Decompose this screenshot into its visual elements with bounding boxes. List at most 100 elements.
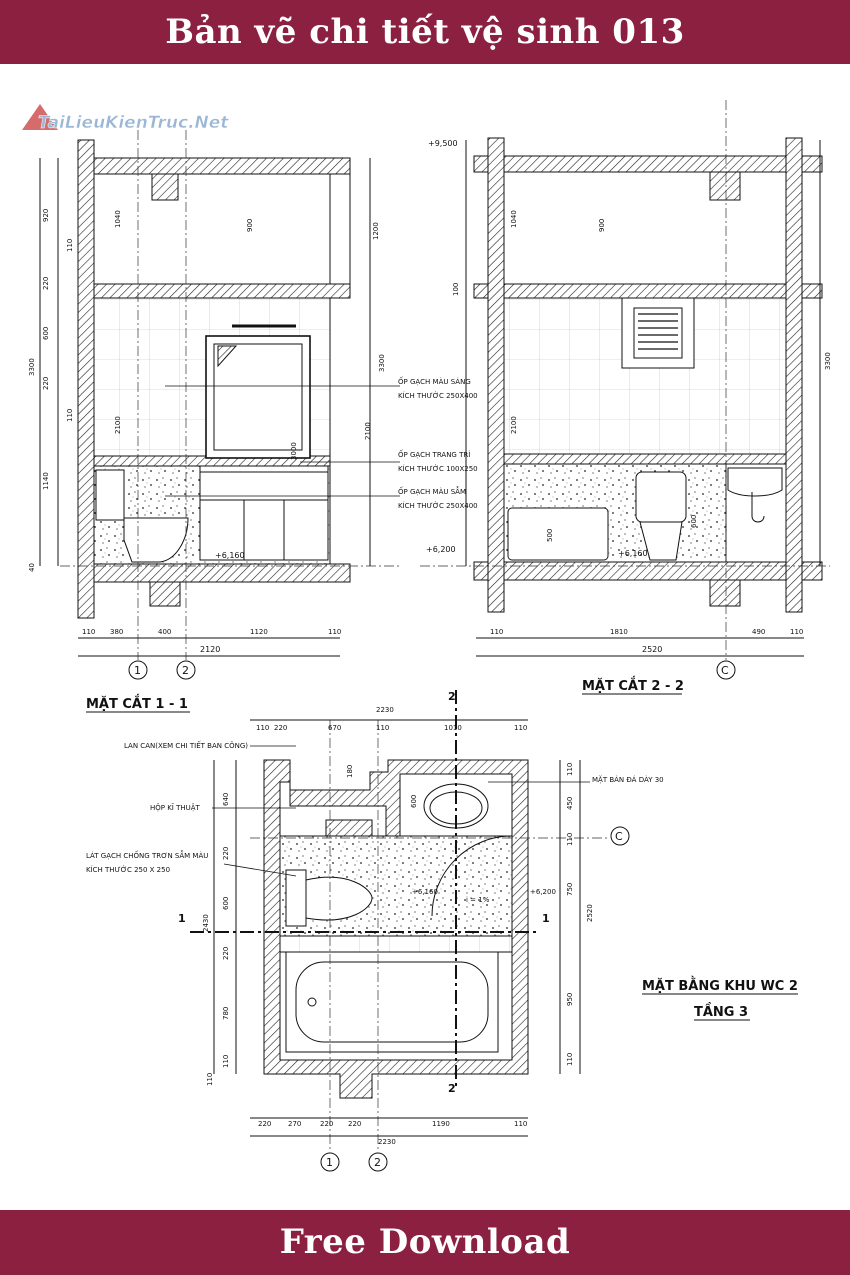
dim-v: 3300 — [824, 352, 832, 370]
note-label: KÍCH THƯỚC 250X400 — [398, 501, 478, 510]
dim-v: 640 — [222, 793, 230, 806]
dim-v: 780 — [222, 1007, 230, 1020]
dim-v: 220 — [42, 277, 50, 290]
plan-label: LÁT GẠCH CHỐNG TRƠN SẪM MÀU — [86, 850, 208, 860]
watermark-text: TaiLieuKienTruc.Net — [38, 113, 229, 133]
section-2-level: +6,160 — [618, 549, 648, 558]
dim-h: 110 — [490, 628, 503, 636]
section-1-level: +6,160 — [215, 551, 245, 560]
plan-label: MẶT BÀN ĐÁ DÀY 30 — [592, 775, 664, 784]
cut-mark: 2 — [448, 690, 456, 703]
dim-v: 750 — [566, 883, 574, 896]
dim-v: 180 — [346, 765, 354, 778]
dim-v: 900 — [246, 219, 254, 232]
dim-v: 2430 — [202, 914, 210, 932]
section-1-level: +6,200 — [426, 545, 456, 554]
dim-total: 2230 — [378, 1138, 396, 1146]
dim-total-h: 2120 — [200, 645, 220, 654]
dim-v: 110 — [66, 239, 74, 252]
note-label: ỐP GẠCH MÀU SẪM — [398, 486, 466, 496]
footer-label[interactable]: Free Download — [0, 1210, 850, 1275]
dim-v: 600 — [222, 897, 230, 910]
note-label: ỐP GẠCH MÀU SÁNG — [398, 376, 471, 386]
axis-label: C — [721, 664, 729, 677]
plan-label: HỘP KĨ THUẬT — [150, 803, 201, 812]
dim-h: 110 — [328, 628, 341, 636]
dim-v: 110 — [222, 1055, 230, 1068]
dim-v: 1040 — [510, 210, 518, 228]
dim-v: 1140 — [42, 472, 50, 490]
dim-h: 110 — [256, 724, 269, 732]
dim-v: 3000 — [290, 442, 298, 460]
dim-h: 490 — [752, 628, 765, 636]
axis-label: 2 — [182, 664, 189, 677]
dim-v: 500 — [546, 529, 554, 542]
dim-v: 110 — [66, 409, 74, 422]
dim-v: 110 — [566, 833, 574, 846]
dim-v: 220 — [42, 377, 50, 390]
dim-h: 220 — [348, 1120, 361, 1128]
dim-h: 110 — [790, 628, 803, 636]
dim-h: 400 — [158, 628, 171, 636]
dim-v: 2100 — [364, 422, 372, 440]
dim-v: 3300 — [378, 354, 386, 372]
dim-v: 110 — [566, 1053, 574, 1066]
dim-v: 220 — [222, 847, 230, 860]
dim-h: 220 — [320, 1120, 333, 1128]
plan-level: +6,160 — [412, 888, 438, 896]
dim-v: 600 — [410, 795, 418, 808]
plan-slope: i = 1% — [466, 896, 490, 904]
plan-label: KÍCH THƯỚC 250 X 250 — [86, 865, 170, 874]
plan-level: +6,200 — [530, 888, 556, 896]
dim-v: 3300 — [28, 358, 36, 376]
dim-total: 2230 — [376, 706, 394, 714]
dim-h: 1120 — [250, 628, 268, 636]
section-2-2 — [420, 100, 830, 660]
watermark-logo: TaiLieuKienTruc.Net — [22, 104, 230, 133]
axis-label: 2 — [374, 1156, 381, 1169]
dim-h: 1810 — [610, 628, 628, 636]
dim-total-h: 2520 — [642, 645, 662, 654]
plan-title: MẶT BẰNG KHU WC 2 — [642, 977, 798, 994]
plan-label: LAN CAN(XEM CHI TIẾT BAN CÔNG) — [124, 740, 248, 750]
section-1-1 — [39, 130, 400, 660]
note-label: KÍCH THƯỚC 100X250 — [398, 464, 478, 473]
dim-v: 110 — [566, 763, 574, 776]
dim-v: 220 — [222, 947, 230, 960]
dim-v: 40 — [28, 563, 36, 572]
cut-mark: 1 — [542, 912, 550, 925]
dim-v: 1200 — [372, 222, 380, 240]
note-label: ỐP GẠCH TRANG TRÍ — [398, 449, 470, 459]
dim-v: 1040 — [114, 210, 122, 228]
axis-label: 1 — [134, 664, 141, 677]
dim-h: 670 — [328, 724, 341, 732]
dim-v: 920 — [42, 209, 50, 222]
dim-v: 100 — [452, 283, 460, 296]
dim-h: 220 — [258, 1120, 271, 1128]
section-2-level: +9,500 — [428, 139, 458, 148]
floor-plan — [190, 690, 610, 1150]
dim-h: 380 — [110, 628, 123, 636]
dim-v: 600 — [690, 515, 698, 528]
plan-subtitle: TẦNG 3 — [694, 1002, 748, 1020]
dim-v: 2520 — [586, 904, 594, 922]
dim-v: 2100 — [114, 416, 122, 434]
dim-h: 110 — [82, 628, 95, 636]
dim-v: 110 — [206, 1073, 214, 1086]
dim-h: 1010 — [444, 724, 462, 732]
dim-v: 600 — [42, 327, 50, 340]
note-label: KÍCH THƯỚC 250X400 — [398, 391, 478, 400]
dim-v: 450 — [566, 797, 574, 810]
section-2-title: MẶT CẮT 2 - 2 — [582, 677, 684, 694]
header-title: Bản vẽ chi tiết vệ sinh 013 — [0, 0, 850, 64]
dim-h: 110 — [514, 724, 527, 732]
section-1-title: MẶT CẮT 1 - 1 — [86, 695, 188, 712]
dim-h: 1190 — [432, 1120, 450, 1128]
bathroom-detail-drawing: MẶT CẮT 1 - 1 +6,160 +6,200 2120 110 380… — [22, 100, 832, 1172]
dim-v: 950 — [566, 993, 574, 1006]
dim-v: 2100 — [510, 416, 518, 434]
cut-mark: 1 — [178, 912, 186, 925]
dim-h: 110 — [514, 1120, 527, 1128]
axis-label: 1 — [326, 1156, 333, 1169]
dim-h: 270 — [288, 1120, 301, 1128]
